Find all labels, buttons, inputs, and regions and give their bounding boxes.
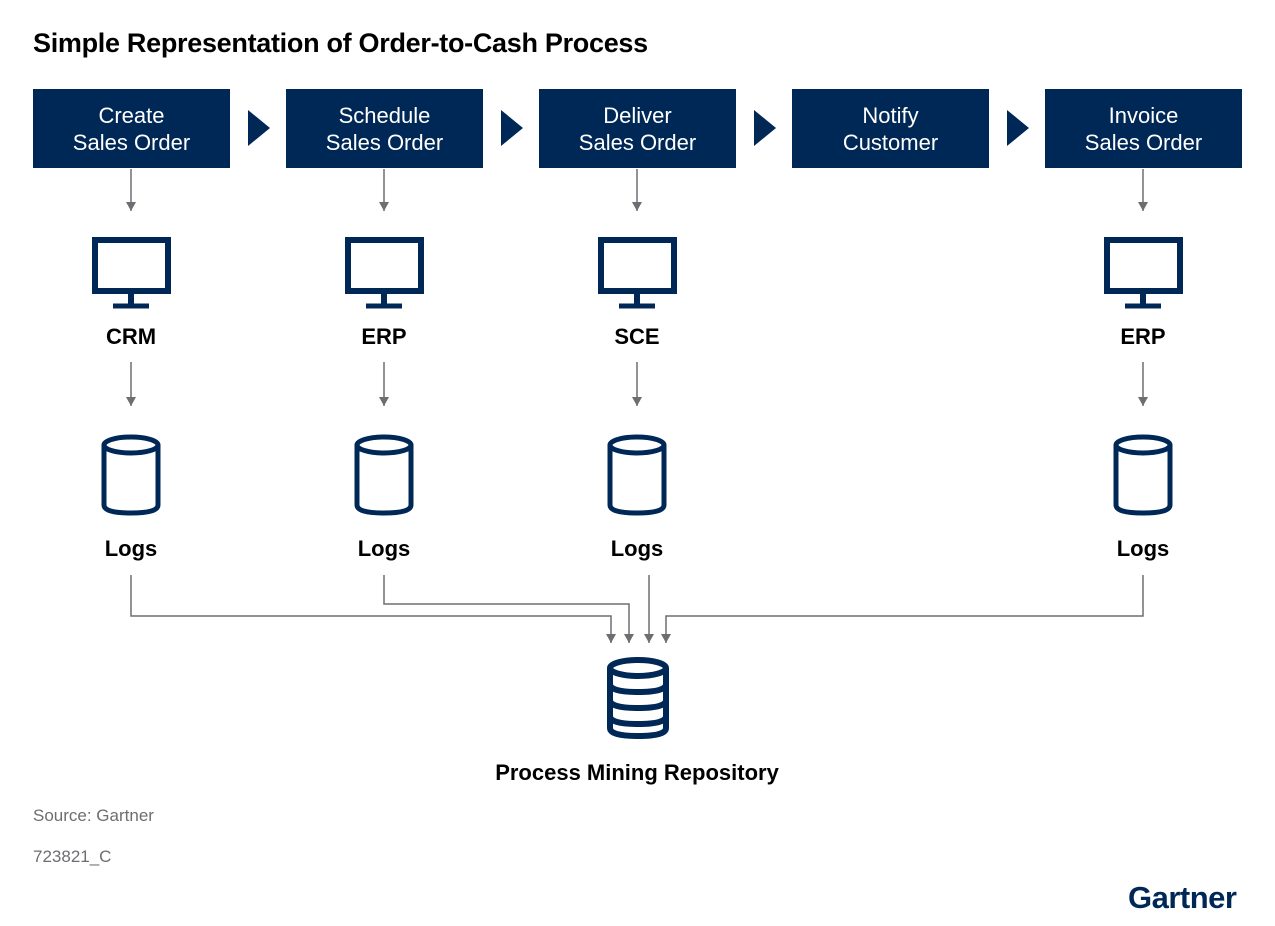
logs-label: Logs — [610, 536, 664, 561]
monitor-icon — [1104, 237, 1183, 309]
database-icon — [607, 434, 667, 516]
step-notify-customer: Notify Customer — [792, 89, 989, 168]
logs-label: Logs — [1116, 536, 1170, 561]
step-schedule-sales-order: Schedule Sales Order — [286, 89, 483, 168]
chevron-right-icon — [501, 110, 523, 146]
step-label: Deliver Sales Order — [578, 102, 697, 155]
step-create-sales-order: Create Sales Order — [33, 89, 230, 168]
step-label: Schedule Sales Order — [325, 102, 444, 155]
logs-label: Logs — [357, 536, 411, 561]
database-icon — [354, 434, 414, 516]
database-icon — [1113, 434, 1173, 516]
database-icons — [101, 434, 1173, 516]
step-label: Invoice Sales Order — [1084, 102, 1203, 155]
step-deliver-sales-order: Deliver Sales Order — [539, 89, 736, 168]
monitor-icons — [92, 237, 1183, 309]
monitor-icon — [345, 237, 424, 309]
chevron-right-icon — [754, 110, 776, 146]
repository-database-icon — [607, 657, 669, 740]
monitor-icon — [92, 237, 171, 309]
repository-label: Process Mining Repository — [495, 760, 779, 785]
system-label-erp-invoice: ERP — [1120, 324, 1166, 349]
logs-label: Logs — [104, 536, 158, 561]
diagram-title: Simple Representation of Order-to-Cash P… — [33, 28, 648, 58]
connector-arrow — [661, 575, 1144, 643]
connector-arrow — [130, 575, 616, 643]
system-label-crm: CRM — [105, 324, 157, 349]
gartner-logo: Gartner — [1128, 880, 1237, 915]
monitor-icon — [598, 237, 677, 309]
source-note: Source: Gartner — [33, 806, 154, 825]
system-label-sce: SCE — [614, 324, 660, 349]
chevron-right-icon — [1007, 110, 1029, 146]
chevron-right-icon — [248, 110, 270, 146]
system-label-erp: ERP — [361, 324, 407, 349]
connector-arrow — [383, 575, 634, 643]
step-invoice-sales-order: Invoice Sales Order — [1045, 89, 1242, 168]
step-label: Create Sales Order — [72, 102, 191, 155]
document-id: 723821_C — [33, 847, 112, 866]
database-icon — [101, 434, 161, 516]
step-label: Notify Customer — [842, 102, 939, 155]
